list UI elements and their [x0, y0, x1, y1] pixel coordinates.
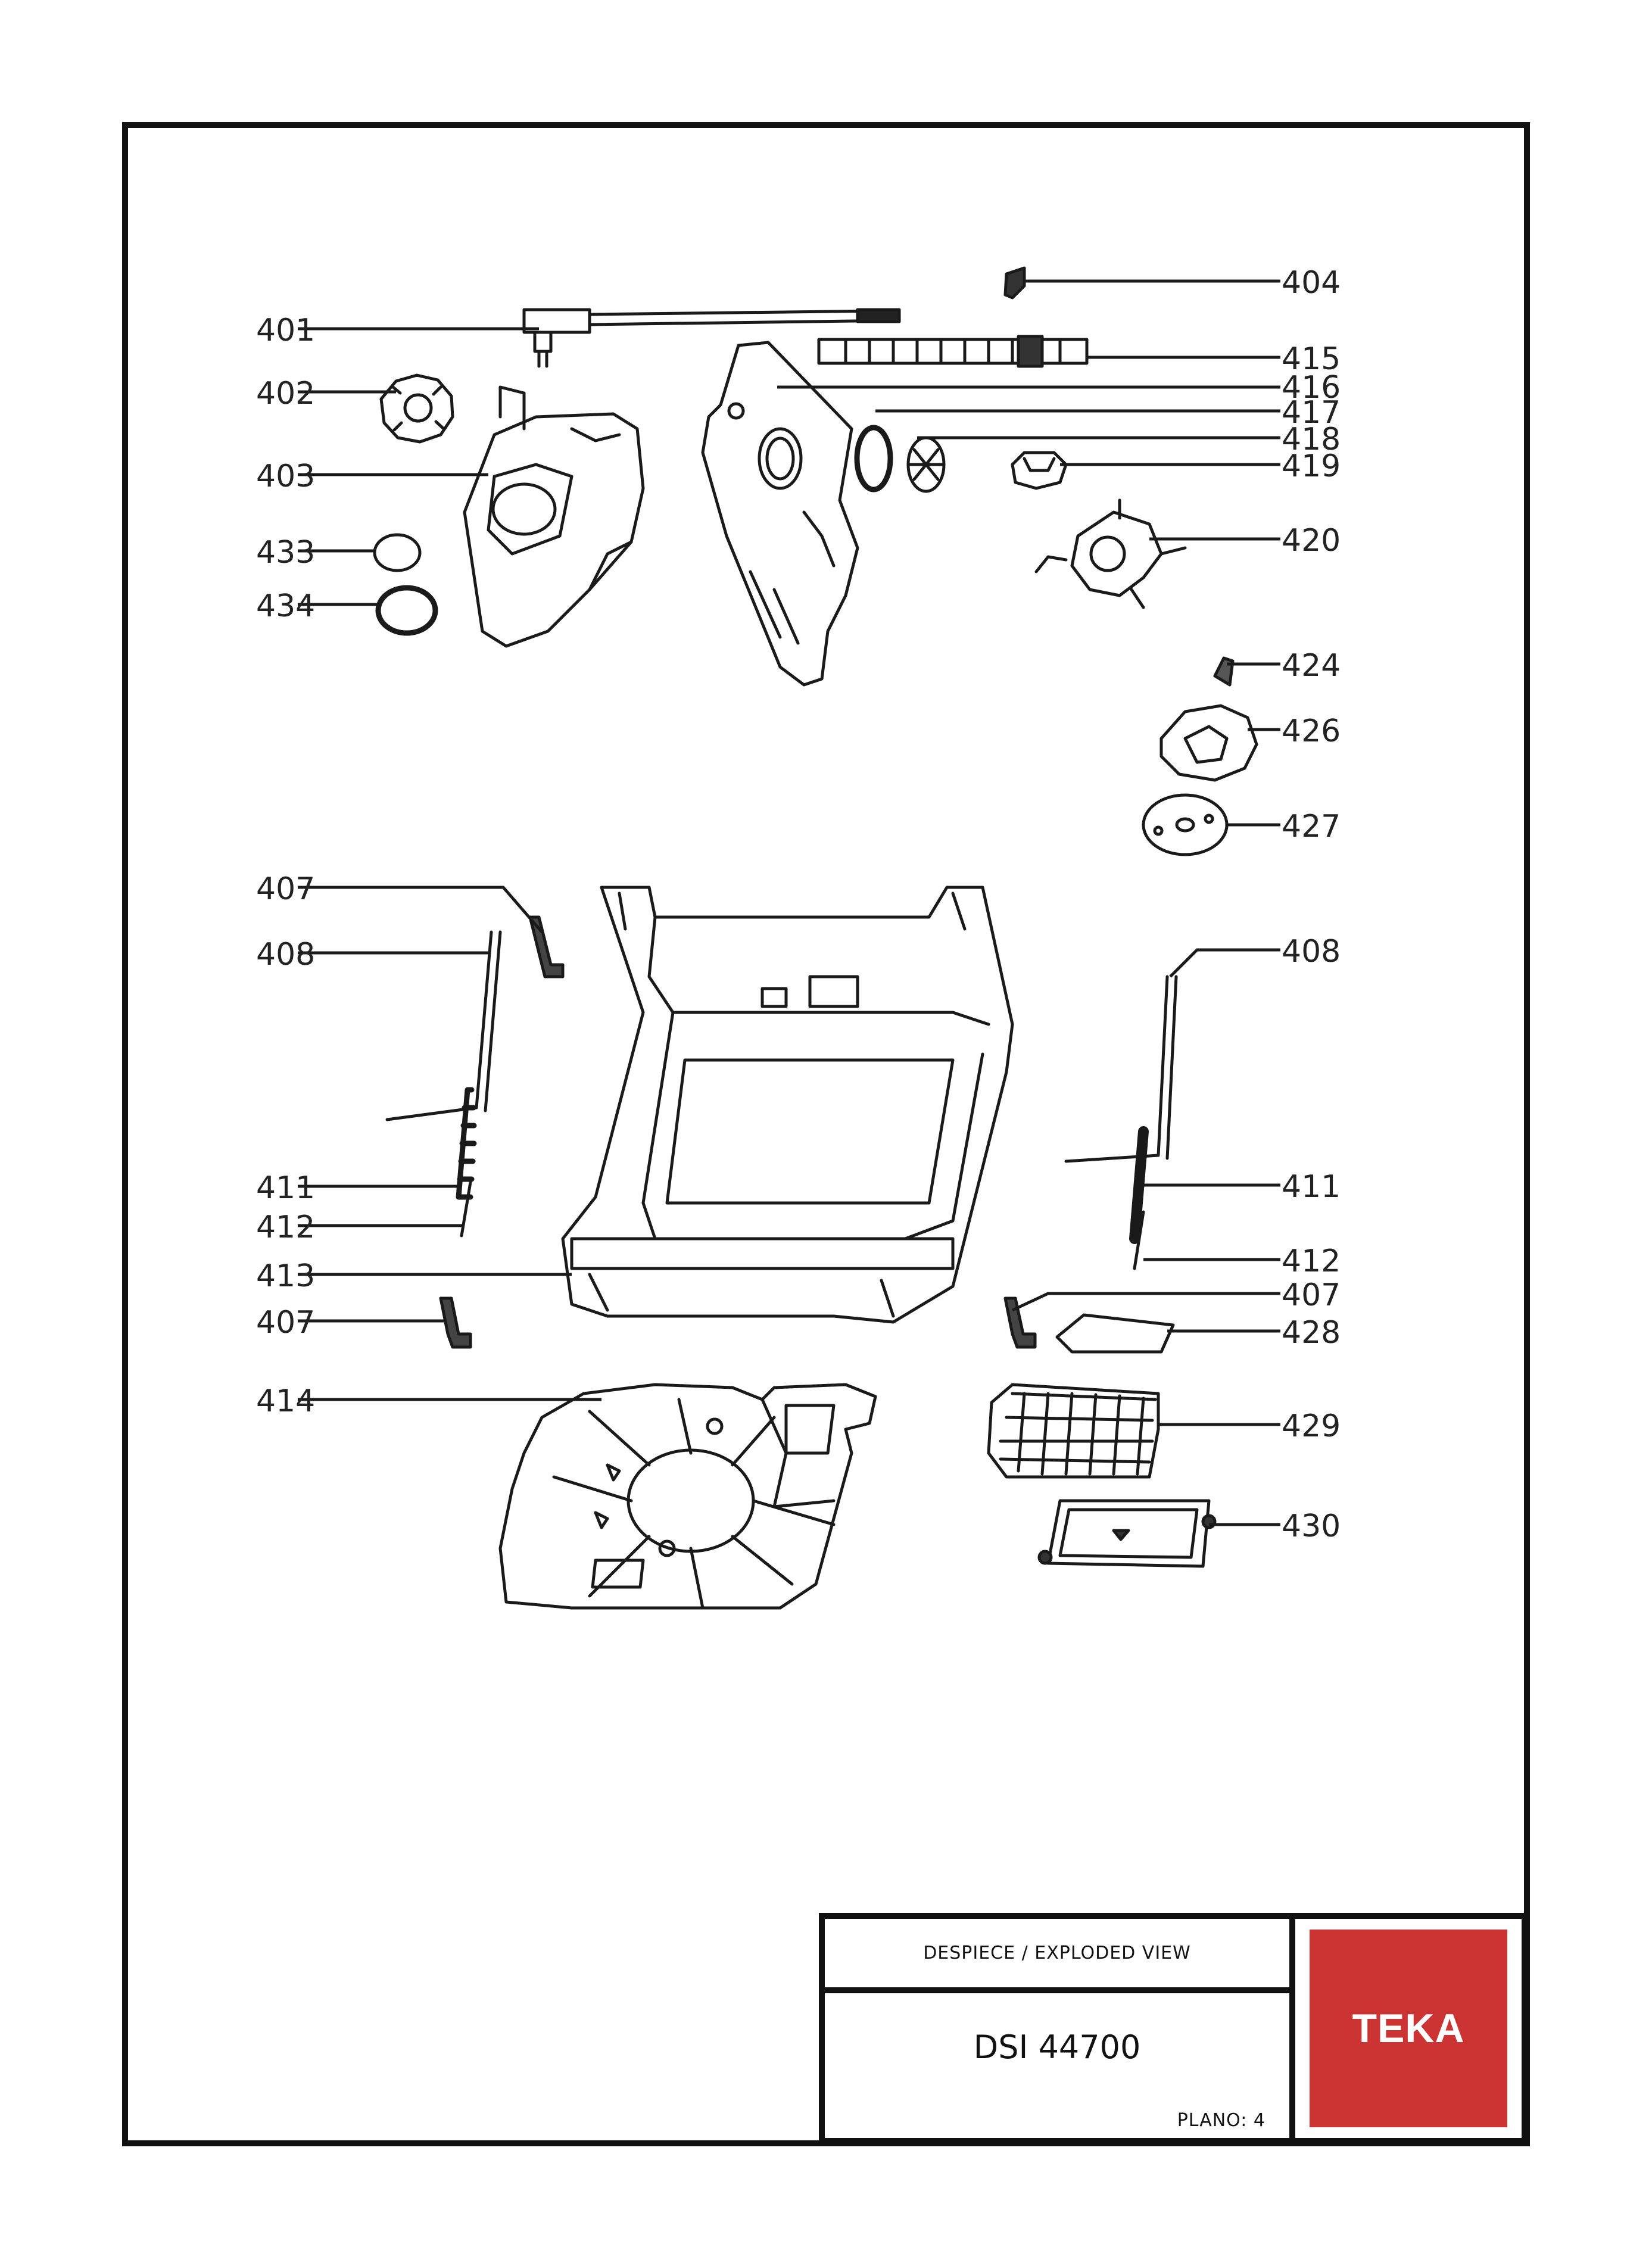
callout-414: 414	[256, 1383, 315, 1419]
callout-407-top: 407	[256, 871, 315, 907]
teka-logo: TEKA	[1310, 1930, 1507, 2127]
brand-name: TEKA	[1352, 2006, 1465, 2051]
part-414-base-tray	[498, 1383, 877, 1610]
part-433-ring	[373, 533, 422, 572]
callout-401: 401	[256, 313, 315, 348]
part-415-hose	[817, 335, 1089, 368]
callout-407-left: 407	[256, 1305, 315, 1341]
model-number: DSI 44700	[973, 2028, 1141, 2066]
callout-428: 428	[1282, 1315, 1341, 1351]
callout-427: 427	[1282, 809, 1341, 844]
part-428-plate	[1055, 1313, 1175, 1354]
part-429-filter	[987, 1383, 1160, 1479]
part-411-spring-left	[456, 1087, 477, 1200]
part-413-base-frame	[561, 886, 1014, 1324]
part-427-disk	[1142, 793, 1229, 856]
callout-407-right: 407	[1282, 1277, 1341, 1313]
callout-411-left: 411	[256, 1170, 315, 1206]
part-404-clip	[1003, 266, 1026, 300]
callout-419: 419	[1282, 448, 1341, 484]
title-block: DESPIECE / EXPLODED VIEW DSI 44700 PLANO…	[819, 1913, 1528, 2144]
callout-434: 434	[256, 588, 315, 624]
part-412-pin-left	[460, 1180, 472, 1238]
callout-404: 404	[1282, 265, 1341, 301]
title-block-divider	[825, 1987, 1289, 1993]
callout-429: 429	[1282, 1408, 1341, 1444]
part-412-pin-right	[1133, 1210, 1145, 1270]
callout-403: 403	[256, 459, 315, 494]
part-417-ring	[854, 425, 893, 493]
part-403-tank	[463, 385, 645, 648]
callout-416: 416	[1282, 370, 1341, 406]
part-424-clip	[1213, 656, 1235, 687]
callout-413: 413	[256, 1258, 315, 1294]
brand-panel: TEKA	[1295, 1919, 1522, 2138]
part-407-screw-top	[528, 915, 565, 978]
title-block-divider	[1289, 1913, 1295, 2144]
part-407-screw-left	[439, 1296, 472, 1349]
sheet-number: PLANO: 4	[1177, 2110, 1266, 2131]
callout-424: 424	[1282, 648, 1341, 684]
part-430-tray	[1037, 1499, 1217, 1568]
part-416-side-panel	[701, 341, 859, 687]
part-418-impeller	[906, 436, 946, 493]
part-419-bracket	[1011, 451, 1068, 490]
callout-417: 417	[1282, 395, 1341, 431]
part-420-pump	[1034, 498, 1187, 609]
callout-415: 415	[1282, 341, 1341, 377]
callout-412-left: 412	[256, 1210, 315, 1245]
part-411-spring-right	[1129, 1126, 1149, 1244]
callout-412-right: 412	[1282, 1243, 1341, 1279]
leader-lines	[298, 279, 1280, 1526]
part-434-gasket	[375, 585, 438, 636]
callout-411-right: 411	[1282, 1169, 1341, 1205]
callout-labels: 401 402 403 433 434 404 415 416 417 418 …	[256, 265, 1341, 1544]
part-408-rod-right	[1064, 975, 1178, 1163]
drawing-heading: DESPIECE / EXPLODED VIEW	[923, 1943, 1191, 1963]
callout-408-right: 408	[1282, 934, 1341, 970]
callout-408-left: 408	[256, 937, 315, 973]
callout-418: 418	[1282, 422, 1341, 457]
callout-420: 420	[1282, 523, 1341, 559]
callout-402: 402	[256, 376, 315, 412]
callout-433: 433	[256, 535, 315, 571]
part-402-rotor	[379, 373, 454, 444]
part-408-rod-left	[385, 930, 502, 1121]
part-426-cover	[1159, 704, 1258, 782]
callout-426: 426	[1282, 713, 1341, 749]
callout-430: 430	[1282, 1508, 1341, 1544]
